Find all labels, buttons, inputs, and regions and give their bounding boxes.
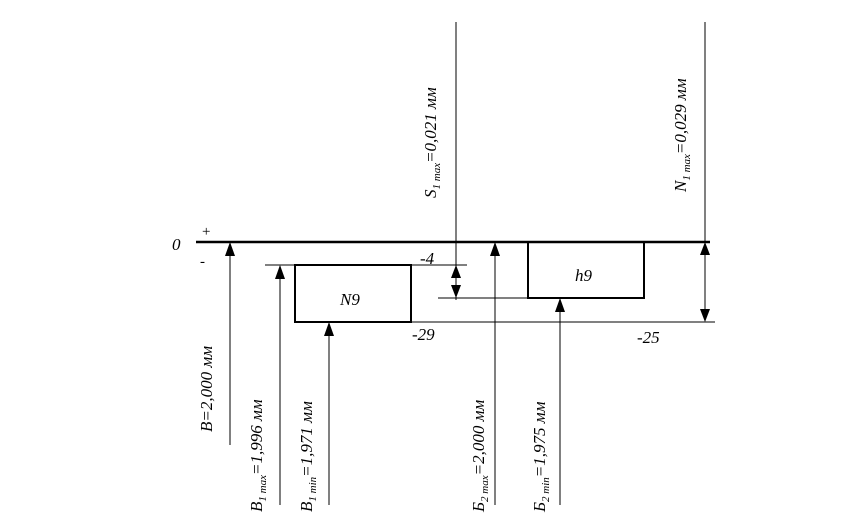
label-s1max-letter: S bbox=[421, 189, 440, 198]
label-b2min: Б2 min=1,975 мм bbox=[530, 401, 552, 513]
label-b1min: B1 min=1,971 мм bbox=[297, 401, 319, 512]
shaft-lower-deviation: -25 bbox=[637, 328, 660, 347]
label-b2max-sub: 2 max bbox=[479, 475, 491, 502]
label-n1max: N1 max=0,029 мм bbox=[671, 78, 693, 193]
arrow-b2min bbox=[555, 298, 565, 312]
label-b2min-value: =1,975 мм bbox=[530, 401, 549, 477]
label-n1max-letter: N bbox=[671, 179, 690, 193]
label-b1min-value: =1,971 мм bbox=[297, 401, 316, 477]
minus-sign: - bbox=[200, 254, 205, 270]
label-b1max-sub: 1 max bbox=[257, 475, 269, 502]
arrow-s1max-top bbox=[451, 265, 461, 278]
arrow-b1min bbox=[324, 322, 334, 336]
label-s1max-sub: 1 max bbox=[431, 163, 443, 190]
label-b2max-letter: Б bbox=[469, 502, 488, 513]
arrow-n1max-bottom bbox=[700, 309, 710, 322]
label-n1max-sub: 1 max bbox=[681, 154, 693, 181]
label-b1min-sub: 1 min bbox=[307, 476, 319, 501]
arrow-b1max bbox=[275, 265, 285, 279]
shaft-zone-h9 bbox=[527, 241, 645, 299]
label-b2min-sub: 2 min bbox=[540, 477, 552, 502]
label-s1max: S1 max=0,021 мм bbox=[421, 87, 443, 198]
label-b2min-letter: Б bbox=[530, 502, 549, 513]
arrow-b-nominal bbox=[225, 242, 235, 256]
label-s1max-value: =0,021 мм bbox=[421, 87, 440, 163]
label-b-nominal: B=2,000 мм bbox=[197, 346, 216, 432]
label-b2max: Б2 max=2,000 мм bbox=[469, 400, 491, 513]
arrow-n1max-top bbox=[700, 242, 710, 255]
hole-upper-deviation: -4 bbox=[420, 249, 435, 268]
plus-sign: + bbox=[202, 224, 210, 240]
label-b1max: B1 max=1,996 мм bbox=[247, 399, 269, 512]
hole-zone-name: N9 bbox=[339, 290, 360, 309]
shaft-zone-name: h9 bbox=[575, 266, 593, 285]
label-b1max-letter: B bbox=[247, 501, 266, 512]
label-b-nominal-text: B=2,000 мм bbox=[197, 346, 216, 432]
zero-label: 0 bbox=[172, 235, 181, 254]
arrow-b2max bbox=[490, 242, 500, 256]
label-b1min-letter: B bbox=[297, 501, 316, 512]
arrow-s1max-bottom bbox=[451, 285, 461, 298]
label-b1max-value: =1,996 мм bbox=[247, 399, 266, 475]
label-n1max-value: =0,029 мм bbox=[671, 78, 690, 154]
label-b2max-value: =2,000 мм bbox=[469, 400, 488, 476]
hole-lower-deviation: -29 bbox=[412, 325, 435, 344]
